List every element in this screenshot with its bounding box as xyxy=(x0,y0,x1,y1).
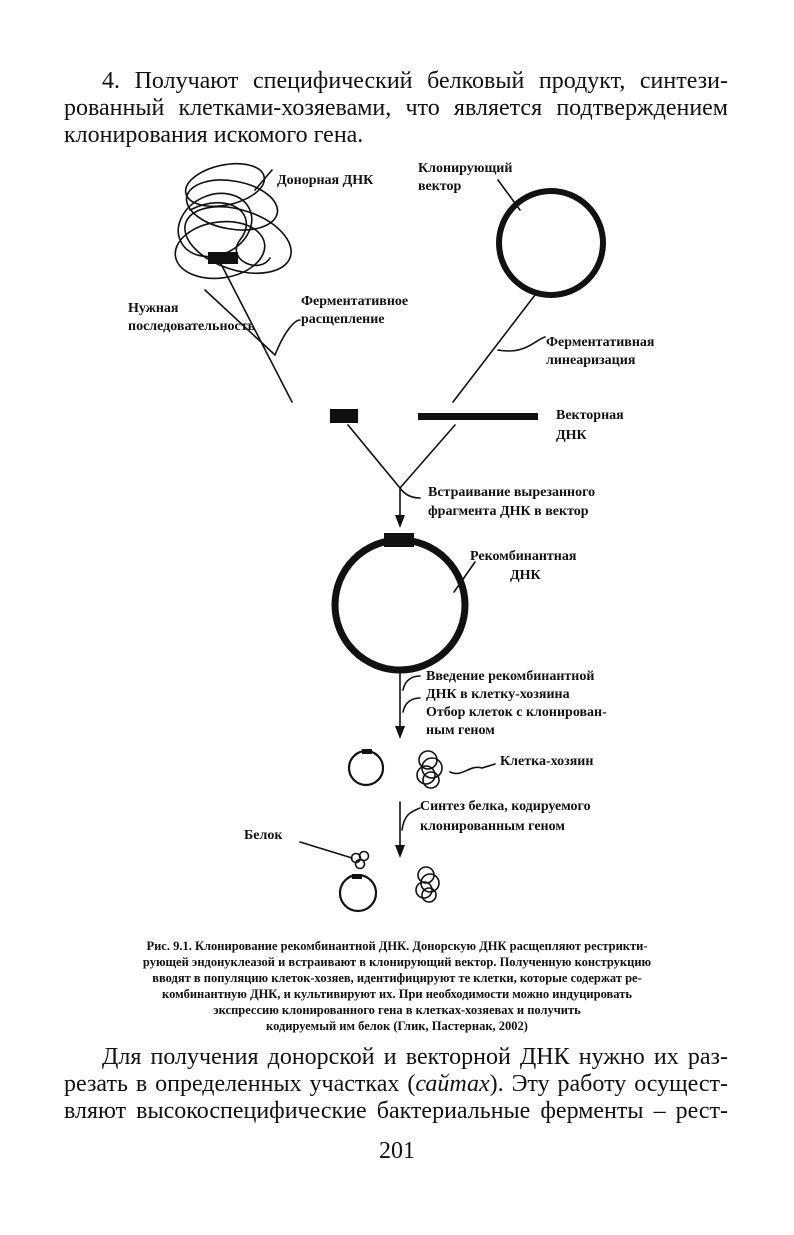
caption-line-3: вводят в популяцию клеток-хозяев, иденти… xyxy=(152,971,642,985)
page-number: 201 xyxy=(379,1138,415,1164)
label-selection-2: ным геном xyxy=(426,723,495,738)
label-insertion-1: Встраивание вырезанного xyxy=(428,485,596,500)
label-donor-dna: Донорная ДНК xyxy=(277,173,374,188)
caption-line-4: комбинантную ДНК, и культивируют их. При… xyxy=(162,987,632,1001)
label-vector-dna-2: ДНК xyxy=(556,428,587,443)
label-protein-synthesis-1: Синтез белка, кодируемого xyxy=(420,799,591,814)
label-enzymatic-linearization-2: линеаризация xyxy=(546,353,636,368)
body-line-2-start: резать в определенных участках ( xyxy=(64,1071,416,1097)
host-cell-dna-1 xyxy=(416,750,443,789)
label-protein-synthesis-2: клонированным геном xyxy=(420,819,565,834)
recombinant-insert xyxy=(384,533,414,547)
body-line-3: вляют высокоспецифические бактериальные … xyxy=(64,1098,728,1124)
intro-paragraph: 4. Получают специфический белковый проду… xyxy=(64,68,728,149)
host-cell-circle xyxy=(347,749,385,787)
host-cell-dna-2 xyxy=(415,866,440,903)
needed-sequence-block xyxy=(208,252,238,264)
label-protein: Белок xyxy=(244,828,283,843)
cut-fragment xyxy=(330,409,358,423)
body-line-1: Для получения донорской и векторной ДНК … xyxy=(102,1044,728,1070)
protein-cell-circle xyxy=(338,873,378,913)
body-paragraph: Для получения донорской и векторной ДНК … xyxy=(64,1044,728,1125)
body-line-2-end: ). Эту работу осущест- xyxy=(489,1071,728,1097)
linear-vector-bar xyxy=(418,413,538,420)
body-line-2: резать в определенных участках (сайтах).… xyxy=(64,1071,728,1098)
caption-line-2: рующей эндонуклеазой и встраивают в клон… xyxy=(142,955,652,969)
intro-line-1: 4. Получают специфический белковый проду… xyxy=(102,68,728,94)
label-recombinant-2: ДНК xyxy=(510,568,541,583)
intro-line-3: клонирования искомого гена. xyxy=(64,122,364,148)
caption-line-5: экспрессию клонированного гена в клетках… xyxy=(213,1003,581,1017)
label-cloning-vector-1: Клонирующий xyxy=(418,161,513,176)
label-enzymatic-cleavage-1: Ферментативное xyxy=(301,294,409,309)
label-introduction-1: Введение рекомбинантной xyxy=(426,669,595,684)
label-cloning-vector-2: вектор xyxy=(418,179,462,194)
label-insertion-2: фрагмента ДНК в вектор xyxy=(428,504,589,519)
label-needed-seq-1: Нужная xyxy=(128,301,179,316)
recombinant-circle xyxy=(331,536,469,674)
label-selection-1: Отбор клеток с клонирован- xyxy=(426,705,607,720)
caption-line-1: Рис. 9.1. Клонирование рекомбинантной ДН… xyxy=(146,939,648,953)
label-introduction-2: ДНК в клетку-хозяина xyxy=(426,687,570,702)
label-needed-seq-2: последовательность xyxy=(128,319,256,334)
label-host-cell: Клетка-хозяин xyxy=(500,754,594,769)
label-enzymatic-cleavage-2: расщепление xyxy=(301,312,385,327)
body-line-2-italic: сайтах xyxy=(415,1071,490,1097)
label-enzymatic-linearization-1: Ферментативная xyxy=(546,335,655,350)
label-recombinant-1: Рекомбинантная xyxy=(470,549,577,564)
cloning-vector-circle xyxy=(496,188,606,298)
caption-line-6: кодируемый им белок (Глик, Пастернак, 20… xyxy=(266,1019,528,1033)
intro-line-2: рованный клетками-хозяевами, что являетс… xyxy=(64,95,728,121)
label-vector-dna-1: Векторная xyxy=(556,408,624,423)
figure-caption: Рис. 9.1. Клонирование рекомбинантной ДН… xyxy=(62,938,732,1034)
